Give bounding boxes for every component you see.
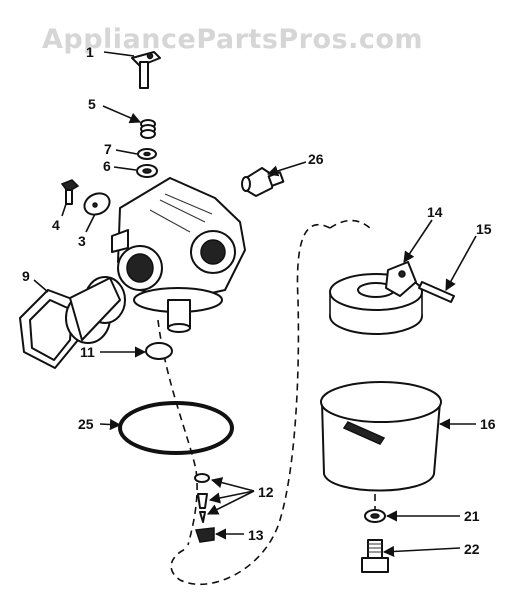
callout-6: 6 xyxy=(103,158,111,174)
callout-22: 22 xyxy=(464,541,480,557)
callout-7: 7 xyxy=(104,141,112,157)
callout-16: 16 xyxy=(480,416,496,432)
callout-4: 4 xyxy=(52,217,60,233)
callout-3: 3 xyxy=(78,233,86,249)
throttle-plate-part xyxy=(83,192,111,216)
clip-part xyxy=(194,527,215,543)
float-part xyxy=(329,261,423,335)
bowl-nut-part xyxy=(361,539,389,573)
leader-5 xyxy=(102,105,142,124)
fuel-fitting-part xyxy=(241,167,285,197)
assembly-dash-line-right xyxy=(329,219,371,229)
leader-12b xyxy=(208,490,255,504)
callout-25: 25 xyxy=(78,416,94,432)
leader-15 xyxy=(445,235,477,291)
needle-seat-part xyxy=(194,473,210,523)
seal-part-6 xyxy=(136,164,158,178)
callout-13: 13 xyxy=(248,527,264,543)
leader-12c xyxy=(206,490,255,515)
callout-9: 9 xyxy=(22,268,30,284)
callout-11: 11 xyxy=(80,344,95,360)
callout-12: 12 xyxy=(258,484,274,500)
assembly-dash-line-left xyxy=(157,319,198,546)
screw-part xyxy=(60,179,80,205)
float-pin-part xyxy=(418,281,455,303)
assembly-dash-line-loop xyxy=(170,223,331,585)
leader-22 xyxy=(382,545,461,558)
throttle-shaft-part xyxy=(131,51,161,89)
spring-part xyxy=(140,119,156,139)
leader-1 xyxy=(103,51,135,57)
leader-3 xyxy=(85,213,96,233)
callout-15: 15 xyxy=(476,221,492,237)
leader-12a xyxy=(210,477,255,492)
callout-21: 21 xyxy=(464,508,480,524)
leader-26 xyxy=(266,161,307,177)
leader-25 xyxy=(99,418,122,431)
leader-14 xyxy=(403,219,433,263)
leader-9 xyxy=(33,279,49,293)
leader-6 xyxy=(113,166,137,171)
bowl-gasket-part xyxy=(118,401,234,455)
callout-14: 14 xyxy=(427,204,443,220)
intake-adapter-part xyxy=(19,276,126,369)
washer-part-7 xyxy=(137,148,157,160)
welch-plug-part xyxy=(145,342,173,360)
watermark: AppliancePartsPros.com xyxy=(42,24,423,55)
bowl-washer-part xyxy=(364,509,386,523)
callout-1: 1 xyxy=(86,44,94,60)
float-bowl-part xyxy=(320,381,442,492)
leader-4 xyxy=(61,203,67,217)
callout-5: 5 xyxy=(88,96,96,112)
leader-7 xyxy=(115,149,138,155)
callout-26: 26 xyxy=(308,151,324,167)
carburetor-body-part xyxy=(111,177,246,333)
